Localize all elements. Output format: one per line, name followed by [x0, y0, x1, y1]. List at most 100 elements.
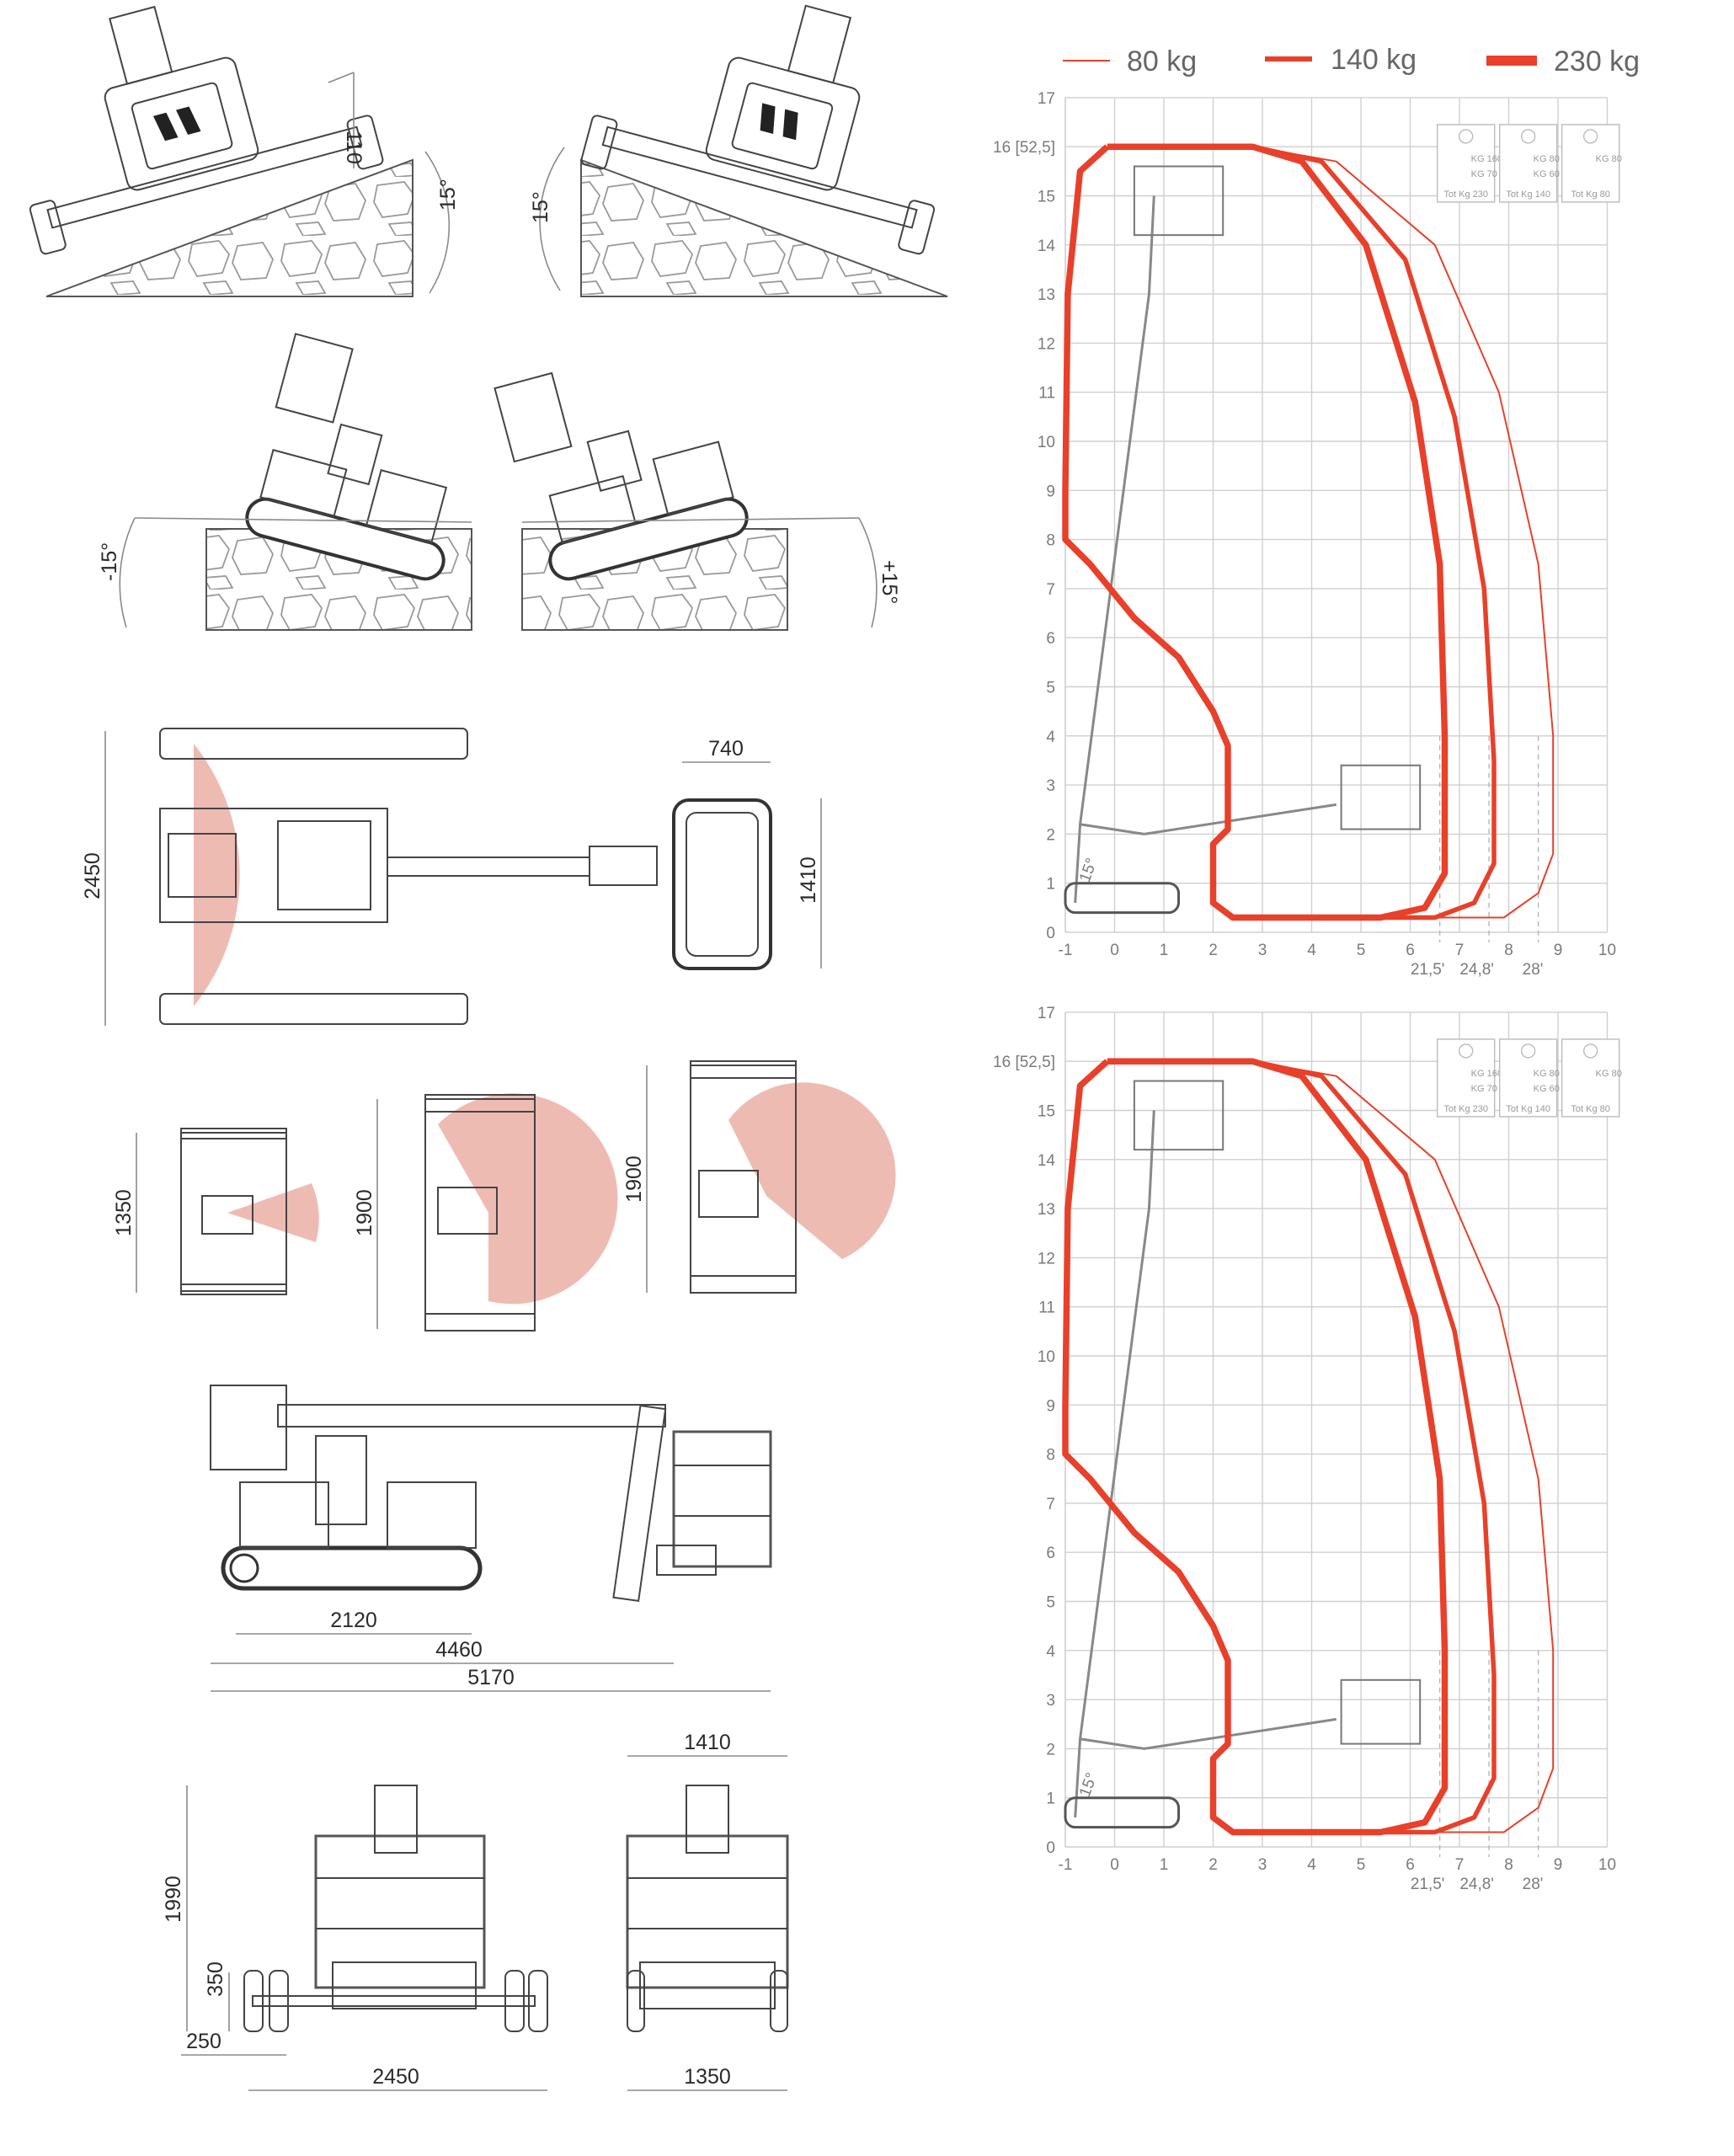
x-tick-label: 0 [1110, 942, 1119, 959]
width-config-mid: 1900 [353, 1093, 618, 1331]
x-tick-label: 4 [1307, 942, 1316, 959]
y-tick-label: 17 [1038, 1005, 1055, 1022]
envelope-80-kg [1218, 1060, 1555, 1833]
person-icon [1458, 129, 1474, 144]
x-imperial-label: 21,5' [1411, 1876, 1445, 1893]
y-tick-label: 14 [1038, 1152, 1056, 1170]
load-box [1561, 1038, 1620, 1118]
dim-width-wide: 1900 [622, 1155, 646, 1203]
load-box [1498, 124, 1558, 203]
side-slope-view-left: 110 15° [29, 5, 460, 297]
load-box [1436, 1038, 1496, 1118]
y-tick-label: 6 [1046, 630, 1055, 648]
x-tick-label: 6 [1406, 942, 1415, 959]
y-tick-label: 13 [1038, 286, 1055, 304]
y-tick-label: 3 [1046, 1692, 1055, 1710]
y-tick-label: 13 [1038, 1201, 1055, 1219]
x-imperial-label: 21,5' [1411, 961, 1445, 979]
dim-slope-angle: 15° [436, 179, 460, 211]
load-box-total: Tot Kg 230 [1443, 1104, 1488, 1114]
x-tick-label: 10 [1598, 942, 1616, 959]
load-box-line: KG 80 [1596, 154, 1622, 164]
load-box-total: Tot Kg 230 [1443, 189, 1488, 200]
basket-sketch-top [1133, 165, 1224, 237]
boom-sketch-horizontal [1080, 803, 1337, 835]
basket-sketch-top [1133, 1080, 1224, 1151]
legend: 80 kg 140 kg 230 kg [1063, 44, 1640, 77]
x-tick-label: -1 [1059, 1856, 1073, 1874]
dim-outrigger-offset: 250 [186, 2030, 221, 2053]
y-tick-label: 0 [1046, 1839, 1055, 1857]
load-box-line: KG 70 [1471, 1084, 1497, 1094]
basket-sketch-side [1340, 764, 1422, 830]
angle-label: 15° [1076, 1770, 1102, 1799]
y-tick-label: 11 [1038, 385, 1055, 403]
front-slope-view-right: 15° [529, 4, 948, 297]
legend-label-230: 230 kg [1554, 45, 1640, 77]
person-icon [1458, 1043, 1474, 1059]
y-tick-label: 6 [1046, 1545, 1055, 1562]
dim-pos-slope: +15° [878, 560, 901, 604]
dim-rear-width: 1350 [684, 2065, 731, 2089]
dim-top-width: 2450 [81, 852, 104, 899]
y-tick-label: 15 [1038, 189, 1055, 206]
x-tick-label: 7 [1455, 942, 1465, 959]
base-sketch [1064, 882, 1181, 915]
x-imperial-label: 28' [1523, 961, 1544, 979]
rotation-sector [438, 1093, 618, 1305]
load-box-total: Tot Kg 80 [1571, 1104, 1609, 1114]
x-tick-label: 10 [1598, 1856, 1616, 1874]
y-tick-label: 7 [1046, 1496, 1055, 1513]
dim-transport-length-2: 5170 [467, 1666, 515, 1689]
transport-side-view: 2120 4460 5170 [210, 1385, 772, 1692]
x-imperial-label: 24,8' [1459, 961, 1494, 979]
y-tick-label: 15 [1038, 1103, 1055, 1121]
front-view-outriggers: 1990 350 250 2450 [162, 1785, 548, 2091]
load-box-line: KG 160 [1471, 1069, 1502, 1079]
dim-front-height: 1990 [162, 1876, 185, 1923]
load-box-line: KG 80 [1534, 154, 1560, 164]
front-view-narrow: 1410 1350 [626, 1731, 789, 2091]
dim-platform-width: 1410 [797, 857, 820, 904]
x-tick-label: 7 [1455, 1856, 1465, 1874]
dim-neg-slope: -15° [98, 542, 121, 581]
y-tick-label: 16 [52,5] [993, 139, 1055, 157]
load-box-line: KG 70 [1471, 169, 1497, 179]
y-tick-label: 10 [1038, 1348, 1055, 1366]
y-tick-label: 8 [1046, 532, 1055, 550]
y-tick-label: 10 [1038, 434, 1055, 451]
y-tick-label: 17 [1038, 90, 1055, 108]
load-box-line: KG 60 [1534, 169, 1560, 179]
x-tick-label: 1 [1160, 942, 1169, 959]
load-box-total: Tot Kg 80 [1571, 189, 1609, 200]
envelope-230-kg [1062, 143, 1449, 921]
x-tick-label: 6 [1406, 1856, 1415, 1874]
y-tick-label: 9 [1046, 483, 1055, 500]
x-imperial-label: 24,8' [1459, 1876, 1494, 1893]
y-tick-label: 5 [1046, 680, 1055, 697]
basket-sketch-side [1340, 1678, 1422, 1745]
y-tick-label: 4 [1046, 728, 1055, 746]
boom-sketch-vertical [1074, 195, 1155, 904]
person-icon [1520, 129, 1536, 144]
load-box [1561, 124, 1620, 203]
load-box-line: KG 60 [1534, 1084, 1560, 1094]
y-tick-label: 11 [1038, 1299, 1055, 1317]
boom-sketch-vertical [1074, 1110, 1155, 1818]
x-tick-label: 5 [1357, 1856, 1366, 1874]
x-tick-label: -1 [1059, 942, 1073, 959]
person-icon [1582, 129, 1598, 144]
person-icon [1520, 1043, 1536, 1059]
platform-basket [672, 798, 772, 970]
load-box-line: KG 80 [1534, 1069, 1560, 1079]
dim-ground-clearance: 350 [204, 1961, 227, 1997]
y-tick-label: 2 [1046, 1741, 1055, 1758]
y-tick-label: 9 [1046, 1397, 1055, 1415]
y-tick-label: 7 [1046, 581, 1055, 599]
x-tick-label: 2 [1208, 942, 1218, 959]
dim-transport-length-1: 4460 [435, 1638, 483, 1662]
crawler-slope-positive: +15° [494, 371, 901, 631]
